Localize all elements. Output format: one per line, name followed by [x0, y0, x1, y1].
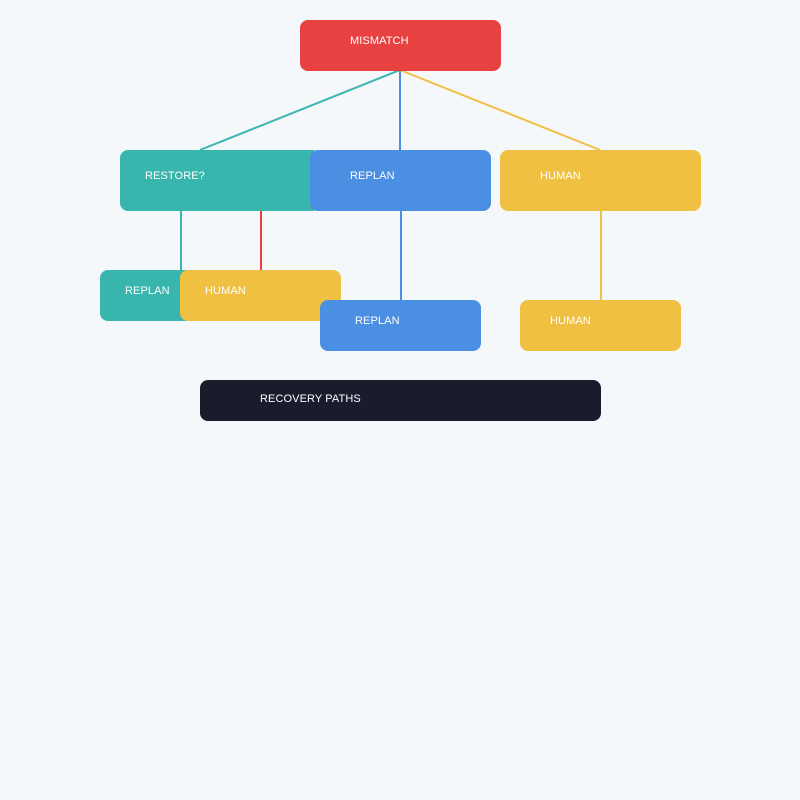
edge-mismatch-restore	[199, 69, 401, 151]
recovery-paths-label: RECOVERY PATHS	[260, 393, 361, 405]
edge-mismatch-human	[399, 69, 601, 151]
human-node: HUMAN	[500, 150, 701, 211]
restore-node: RESTORE?	[120, 150, 320, 211]
human-label: HUMAN	[540, 170, 581, 182]
restore-human-node: HUMAN	[180, 270, 341, 321]
replan-label: REPLAN	[350, 170, 395, 182]
replan-child-node: REPLAN	[320, 300, 481, 351]
replan-child-label: REPLAN	[355, 315, 400, 327]
restore-label: RESTORE?	[145, 170, 205, 182]
mismatch-label: MISMATCH	[350, 35, 409, 47]
recovery-paths-banner: RECOVERY PATHS	[200, 380, 601, 421]
restore-replan-label: REPLAN	[125, 285, 170, 297]
replan-node: REPLAN	[310, 150, 491, 211]
mismatch-node: MISMATCH	[300, 20, 501, 71]
human-child-label: HUMAN	[550, 315, 591, 327]
human-child-node: HUMAN	[520, 300, 681, 351]
restore-human-label: HUMAN	[205, 285, 246, 297]
